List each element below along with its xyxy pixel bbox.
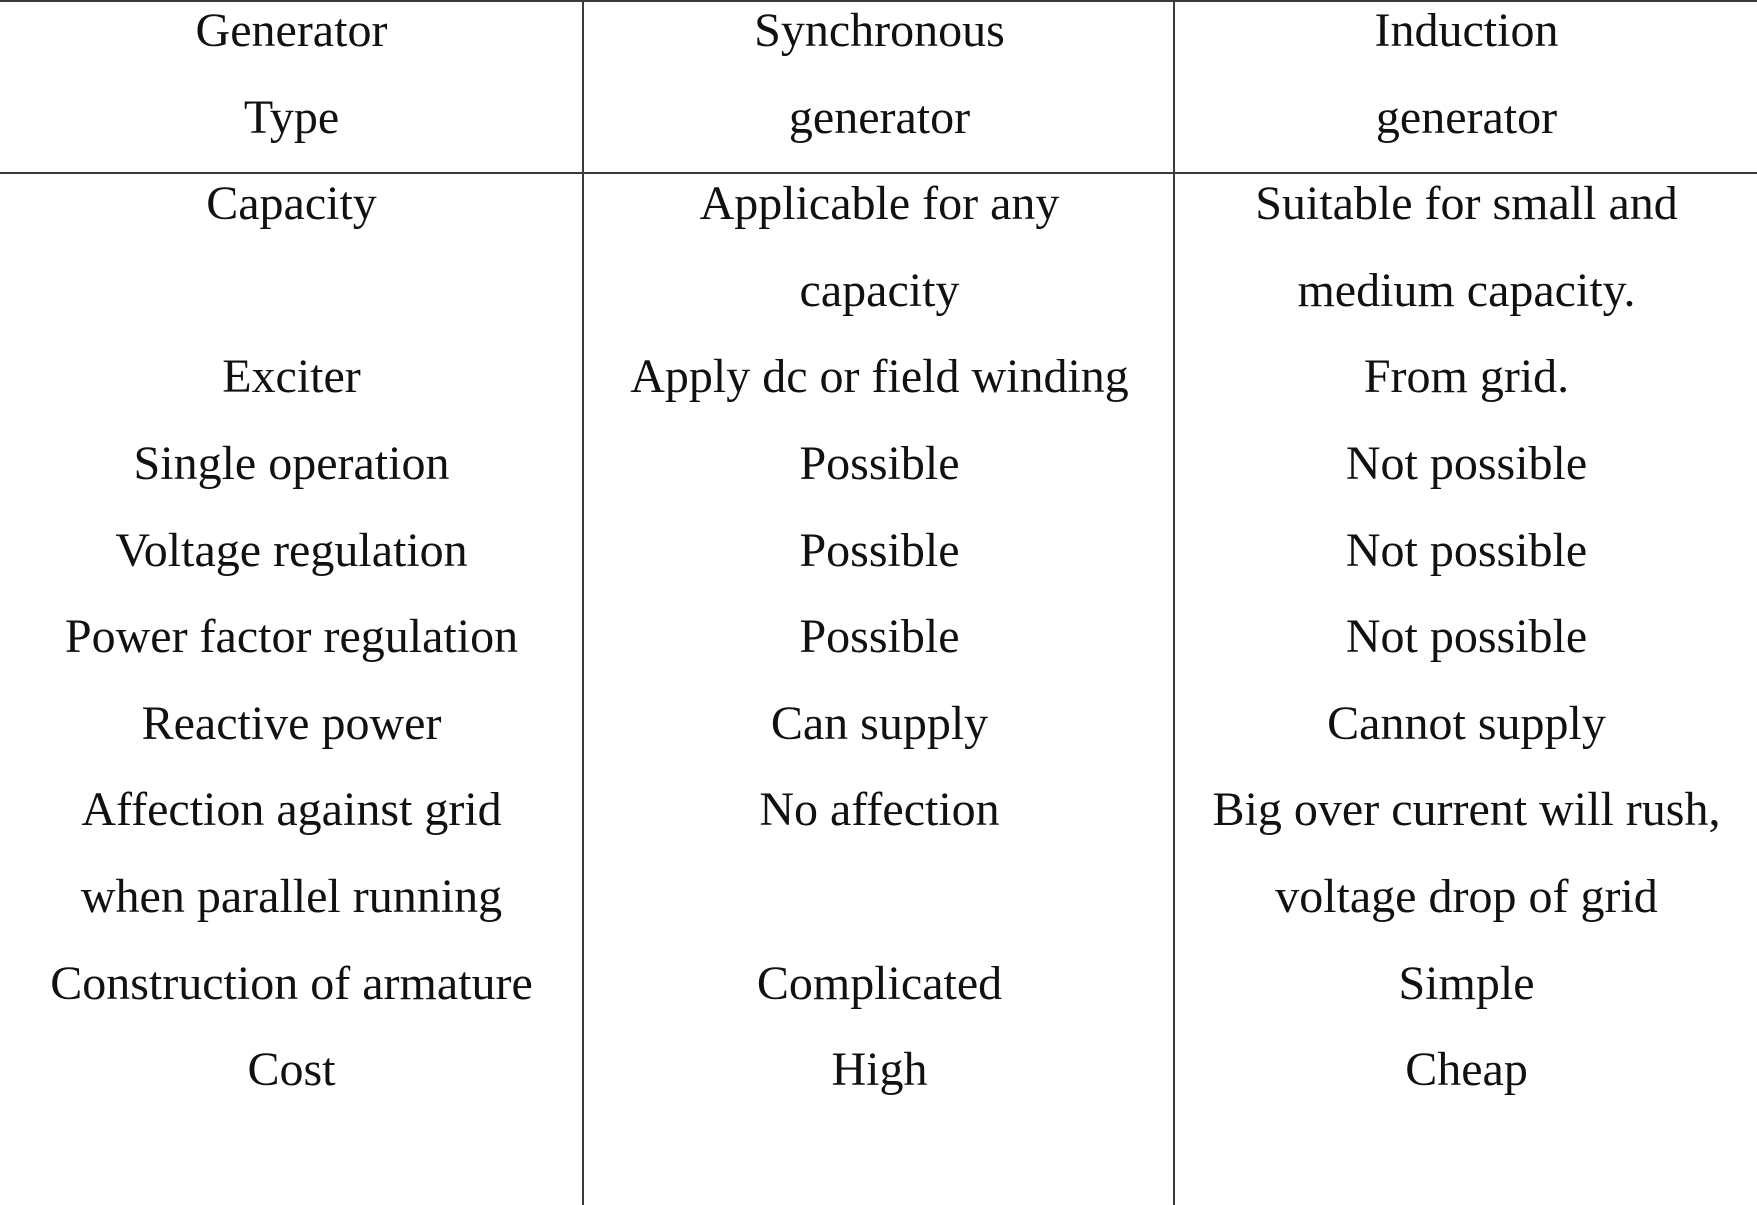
row-label: Capacity [206, 177, 377, 231]
table-cell: Not possible [1345, 610, 1588, 664]
table-cell: Can supply [770, 696, 989, 750]
table-cell: No affection [759, 783, 1000, 837]
table-cell: Simple [1398, 956, 1535, 1010]
table-cell: Not possible [1345, 523, 1588, 577]
table-cell: Cheap [1405, 1043, 1528, 1097]
row-label: Affection against grid [81, 783, 502, 837]
header-cell: Type [243, 90, 340, 144]
column-divider-2 [1173, 0, 1175, 1205]
table-cell: Suitable for small and [1255, 177, 1678, 231]
row-label: Construction of armature [50, 956, 533, 1010]
row-label: Power factor regulation [64, 610, 519, 664]
table-cell: Complicated [756, 956, 1003, 1010]
table-cell: Possible [799, 610, 960, 664]
column-induction-generator: Induction generator Suitable for small a… [1176, 0, 1757, 1114]
table-cell: Not possible [1345, 436, 1588, 490]
table-cell: voltage drop of grid [1275, 869, 1658, 923]
row-label: when parallel running [80, 869, 503, 923]
table-cell: Possible [799, 523, 960, 577]
row-label: Reactive power [141, 696, 442, 750]
row-label: Cost [247, 1043, 336, 1097]
table-cell: High [831, 1043, 928, 1097]
header-cell: Induction [1374, 4, 1559, 57]
table-cell: From grid. [1363, 350, 1570, 404]
header-cell: Generator [195, 4, 388, 57]
table-cell: Apply dc or field winding [630, 350, 1129, 404]
row-label: Exciter [222, 350, 361, 404]
row-label [0, 248, 583, 335]
header-bottom-rule [0, 172, 1757, 174]
column-synchronous-generator: Synchronous generator Applicable for any… [585, 0, 1174, 1114]
column-divider-1 [582, 0, 584, 1205]
table-cell: Possible [799, 436, 960, 490]
table-cell [585, 854, 1174, 941]
table-cell: capacity [799, 263, 960, 317]
header-cell: generator [788, 90, 971, 144]
header-cell: generator [1375, 90, 1558, 144]
table-cell: Big over current will rush, [1212, 783, 1721, 837]
table-cell: Cannot supply [1327, 696, 1606, 750]
row-label: Voltage regulation [115, 523, 468, 577]
row-label: Single operation [133, 436, 450, 490]
table-cell: Applicable for any [699, 177, 1060, 231]
column-generator-type: Generator Type Capacity Exciter Single o… [0, 0, 583, 1114]
table-cell: medium capacity. [1297, 263, 1636, 317]
header-cell: Synchronous [754, 4, 1005, 57]
table-top-rule [0, 0, 1757, 2]
